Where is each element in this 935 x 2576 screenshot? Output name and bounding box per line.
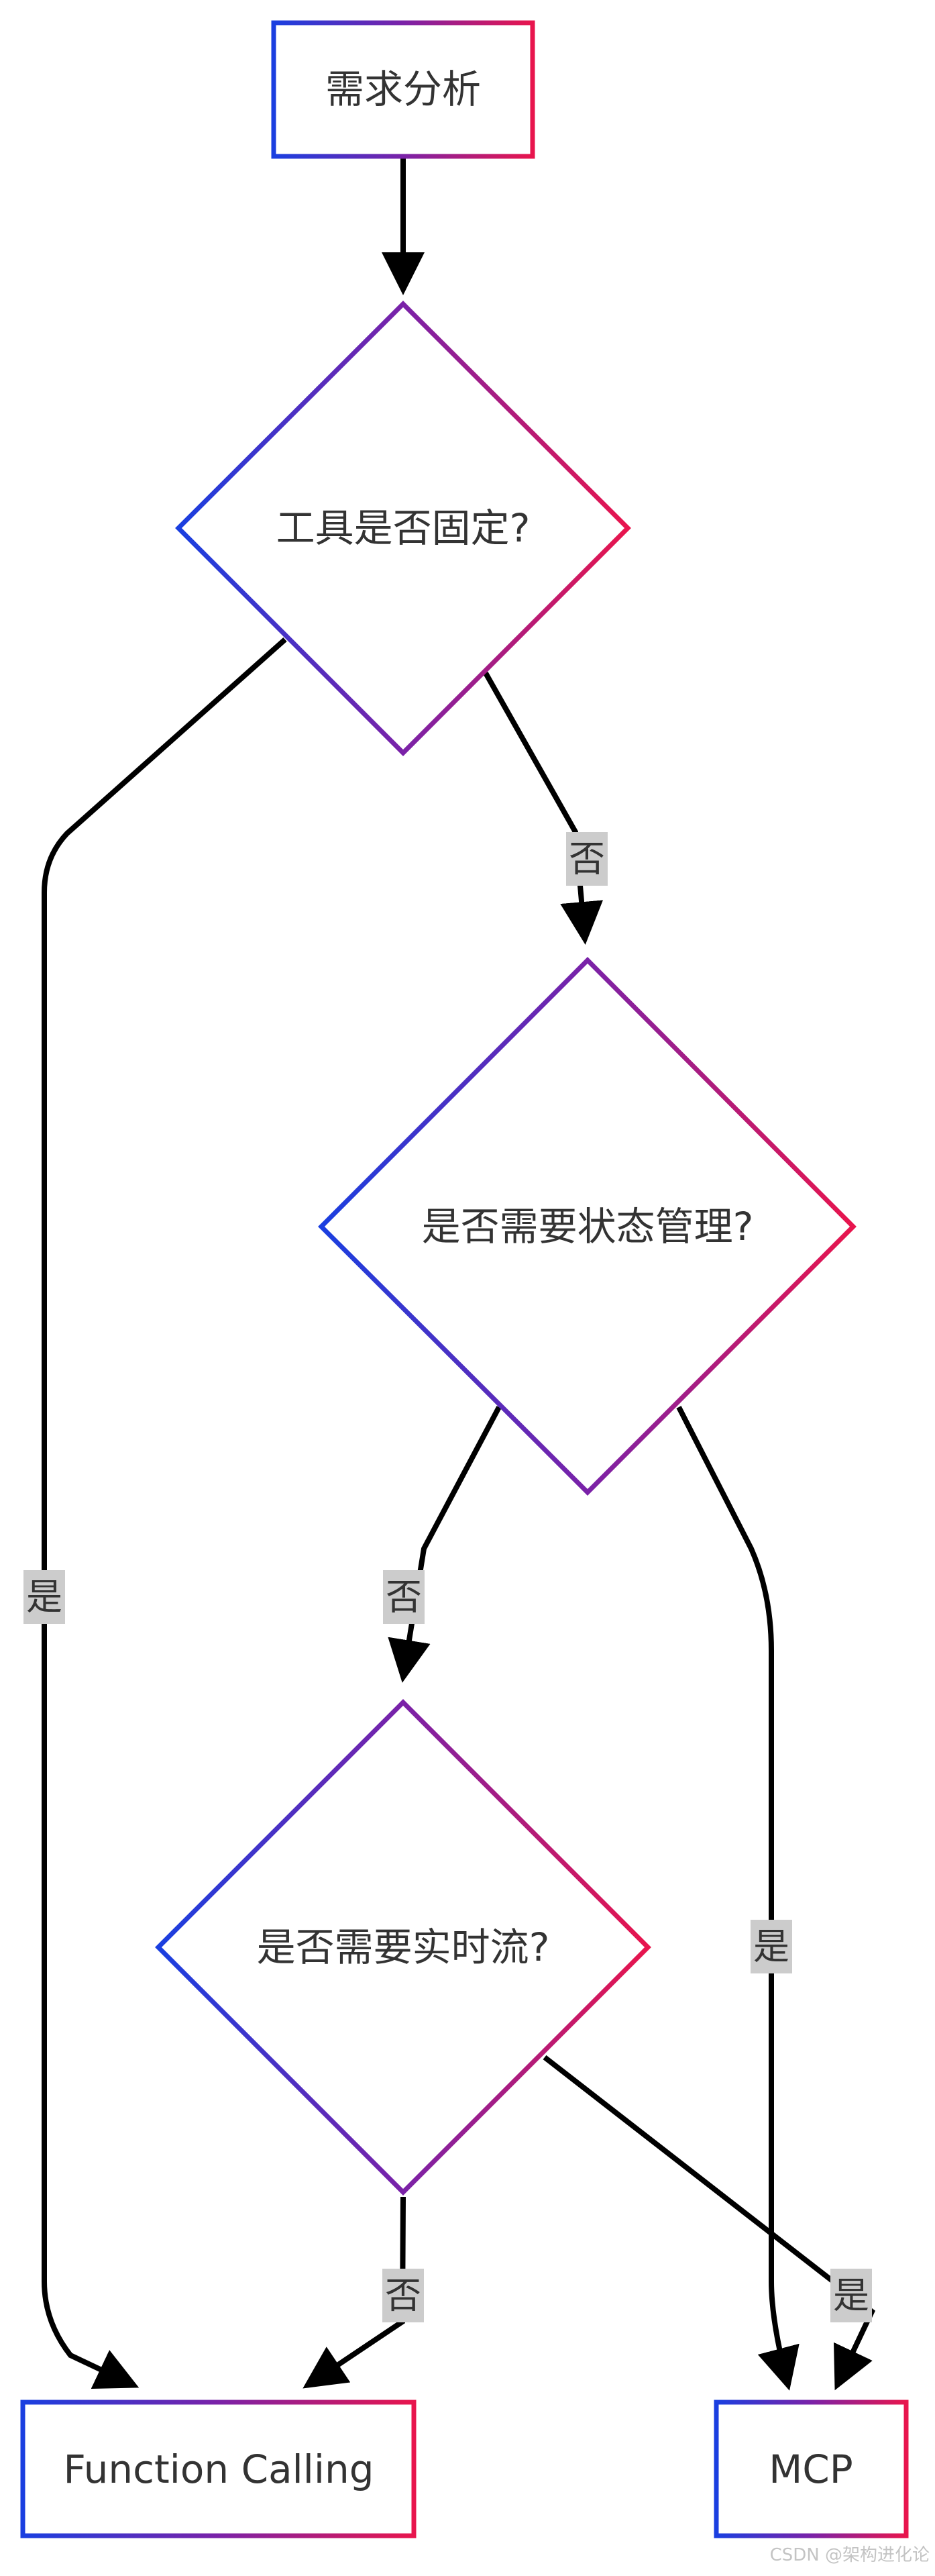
node-requirement-analysis: 需求分析 bbox=[271, 20, 535, 159]
mcp-label: MCP bbox=[769, 2446, 853, 2492]
edge-state-management-yes bbox=[676, 1406, 800, 2391]
edge-tools-fixed-yes bbox=[42, 637, 287, 2389]
edge-realtime-stream-yes bbox=[543, 2055, 875, 2391]
realtime-stream-question-label: 是否需要实时流? bbox=[257, 1924, 550, 1970]
svg-text:否: 否 bbox=[569, 838, 605, 880]
node-realtime-stream-question: 是否需要实时流? bbox=[155, 1699, 651, 2196]
node-state-management-question: 是否需要状态管理? bbox=[318, 957, 857, 1496]
function-calling-label: Function Calling bbox=[63, 2446, 374, 2492]
svg-text:否: 否 bbox=[385, 2275, 421, 2317]
node-function-calling: Function Calling bbox=[20, 2400, 417, 2538]
node-tools-fixed-question: 工具是否固定? bbox=[175, 301, 631, 756]
edge-label-realtime-stream-yes: 是 bbox=[830, 2269, 872, 2322]
watermark: CSDN @架构进化论 bbox=[770, 2545, 930, 2565]
svg-text:是: 是 bbox=[833, 2275, 869, 2317]
edge-state-management-no bbox=[388, 1406, 502, 1683]
edge-label-realtime-stream-no: 否 bbox=[382, 2269, 424, 2322]
svg-text:是: 是 bbox=[753, 1926, 789, 1968]
edge-label-state-management-no: 否 bbox=[383, 1570, 425, 1624]
svg-text:否: 否 bbox=[386, 1576, 422, 1618]
edge-label-tools-fixed-yes: 是 bbox=[23, 1570, 65, 1624]
node-mcp: MCP bbox=[714, 2400, 909, 2538]
edge-label-tools-fixed-no: 否 bbox=[566, 832, 608, 886]
state-management-question-label: 是否需要状态管理? bbox=[422, 1204, 754, 1249]
svg-text:是: 是 bbox=[26, 1576, 62, 1618]
edge-label-state-management-yes: 是 bbox=[751, 1920, 792, 1973]
requirement-analysis-label: 需求分析 bbox=[325, 66, 481, 112]
tools-fixed-question-label: 工具是否固定? bbox=[276, 505, 531, 551]
edge-tools-fixed-no bbox=[483, 672, 603, 945]
